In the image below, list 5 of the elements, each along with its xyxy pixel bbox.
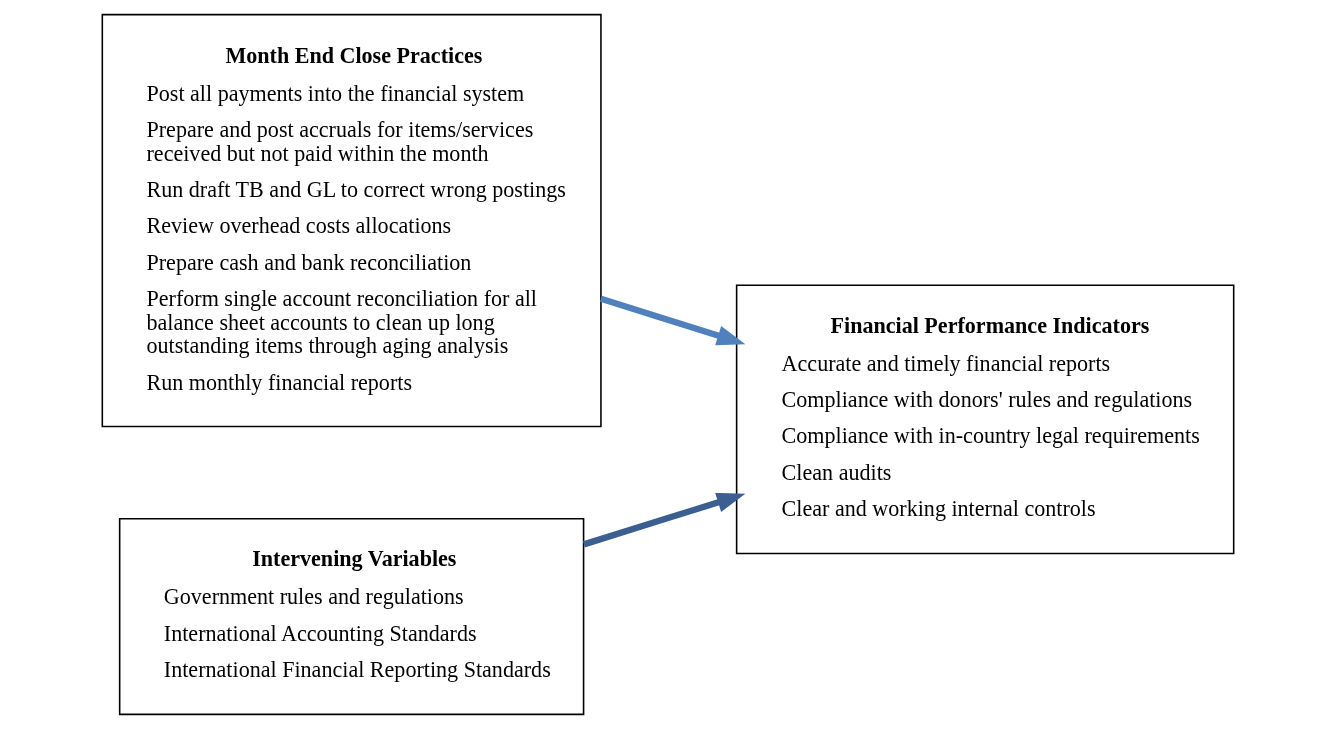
arrow <box>599 295 745 346</box>
node-box: Financial Performance Indicators Accurate and timely financial reports Compliance with donors' rules and regulations Compliance with in-country legal requirements Clean audits Clear and working internal controls <box>735 284 1234 555</box>
node-box: Month End Close Practices Post all payments into the financial system Prepare and post accruals for items/services received but not paid within the month Run draft TB and GL to correct wrong postings Review overhead costs allocations Prepare cash and bank reconciliation Perform single account reconciliation for all balance sheet accounts to clean up long outstanding items through aging analysis Run monthly financial reports <box>101 13 602 428</box>
arrow <box>582 492 745 548</box>
node-box: Intervening Variables Government rules and regulations International Accounting Standards International Financial Reporting Standards <box>118 517 584 716</box>
